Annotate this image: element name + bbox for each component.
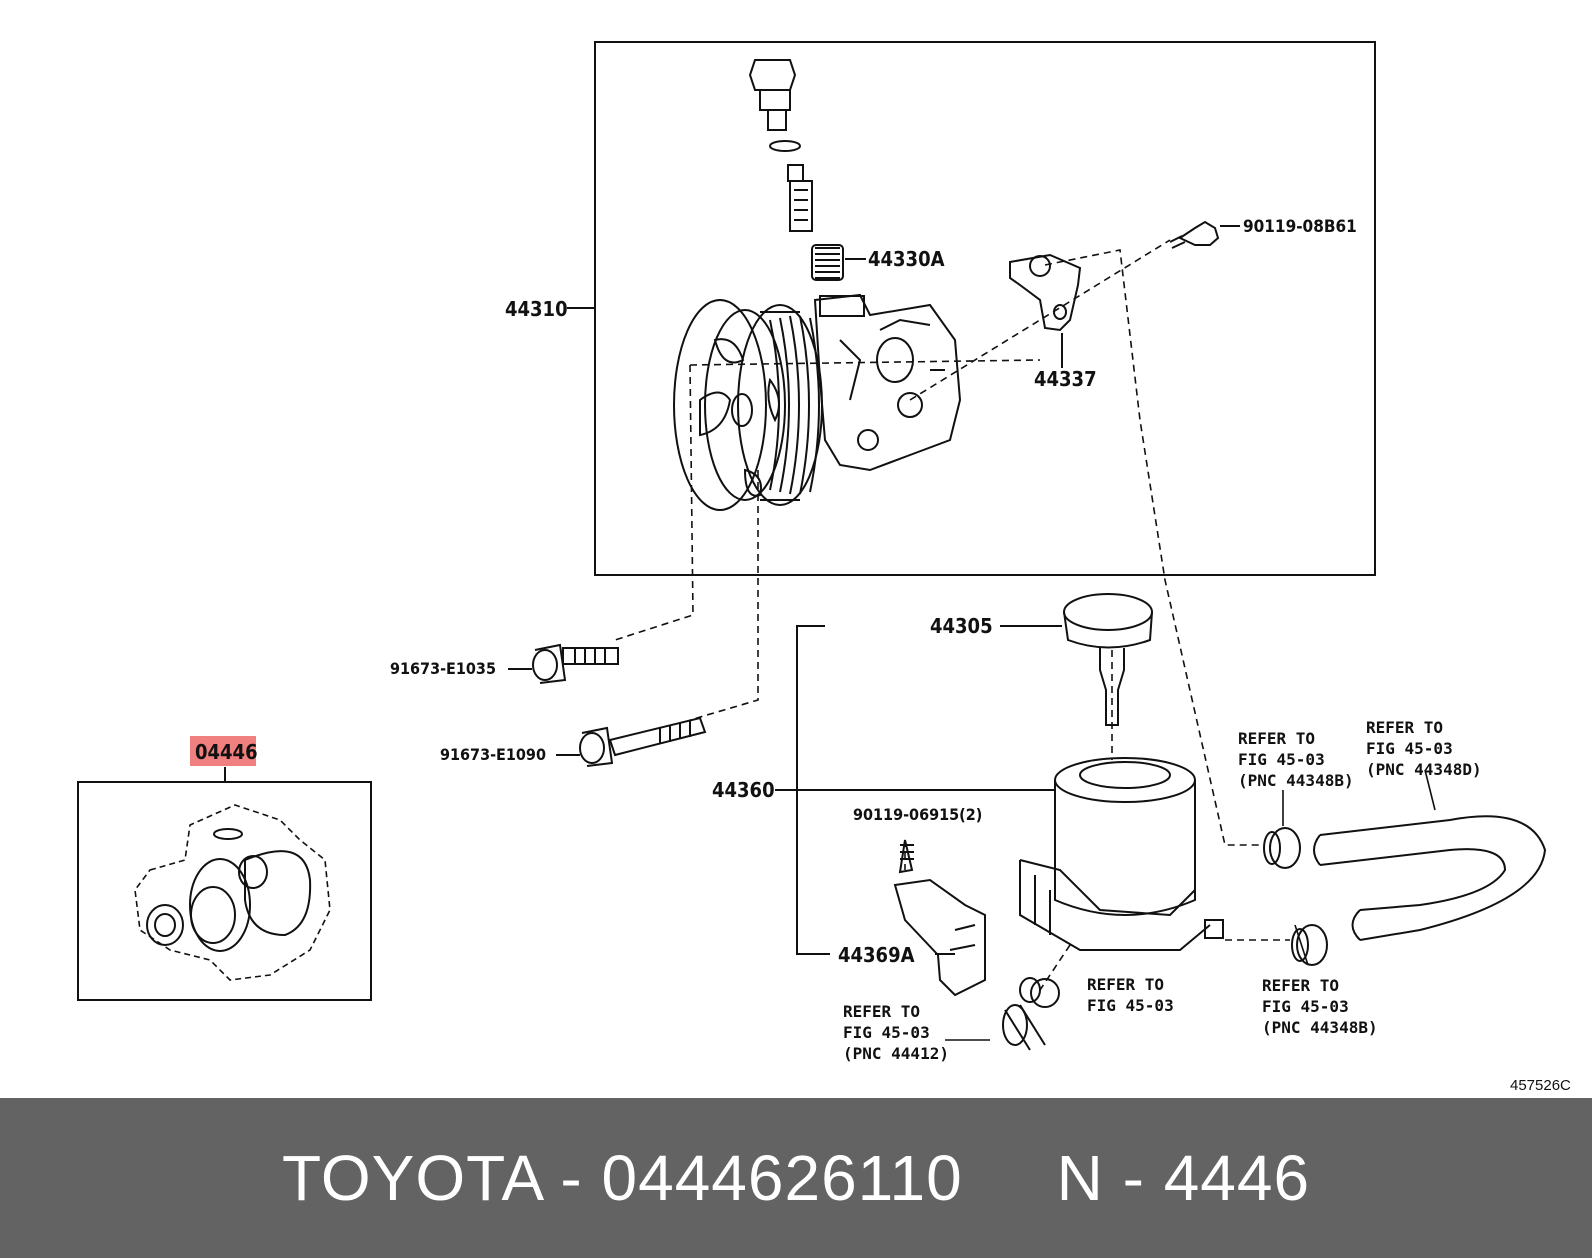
footer-brand: TOYOTA — [281, 1142, 542, 1214]
group-bracket — [796, 625, 1055, 955]
svg-text:REFER TO: REFER TO — [1262, 976, 1339, 995]
bracket-icon — [893, 839, 986, 997]
refer-note-5: REFER TO FIG 45-03 (PNC 44348B) — [1262, 976, 1378, 1037]
bolt-short-icon — [532, 643, 619, 684]
label-44330a[interactable]: 44330A — [868, 247, 945, 271]
label-91673-e1035[interactable]: 91673-E1035 — [390, 659, 496, 678]
pump-body-icon — [813, 293, 962, 472]
footer-gap — [963, 1142, 1057, 1214]
svg-text:FIG 45-03: FIG 45-03 — [1238, 750, 1325, 769]
refer-note-3: REFER TO FIG 45-03 — [1087, 975, 1174, 1015]
fitting-icon — [748, 59, 813, 232]
svg-text:(PNC 44348B): (PNC 44348B) — [1262, 1018, 1378, 1037]
hose-icon — [1002, 815, 1547, 1051]
label-44305[interactable]: 44305 — [930, 614, 993, 638]
highlight-box — [190, 736, 256, 766]
footer-n-label: N — [1056, 1142, 1104, 1214]
footer-n-value: 4446 — [1163, 1142, 1311, 1214]
svg-text:(PNC 44348D): (PNC 44348D) — [1366, 760, 1482, 779]
svg-text:REFER TO: REFER TO — [843, 1002, 920, 1021]
svg-text:REFER TO: REFER TO — [1238, 729, 1315, 748]
svg-text:FIG 45-03: FIG 45-03 — [1087, 996, 1174, 1015]
svg-text:(PNC 44412): (PNC 44412) — [843, 1044, 949, 1063]
svg-text:REFER TO: REFER TO — [1087, 975, 1164, 994]
refer-note-1: REFER TO FIG 45-03 (PNC 44348B) — [1238, 729, 1354, 790]
gasket-kit-icon — [134, 804, 331, 981]
footer-separator: - — [541, 1142, 602, 1214]
label-90119-06915[interactable]: 90119-06915(2) — [853, 805, 982, 824]
svg-text:FIG 45-03: FIG 45-03 — [1366, 739, 1453, 758]
suction-port-icon — [1009, 253, 1082, 332]
pump-assembly-frame — [594, 41, 1376, 576]
label-90119-08b61[interactable]: 90119-08B61 — [1243, 217, 1357, 237]
svg-text:FIG 45-03: FIG 45-03 — [843, 1023, 930, 1042]
footer-part-number: 0444626110 — [601, 1142, 963, 1214]
svg-text:REFER TO: REFER TO — [1366, 718, 1443, 737]
svg-text:FIG 45-03: FIG 45-03 — [1262, 997, 1349, 1016]
bolt-long-icon — [579, 716, 707, 767]
label-91673-e1090[interactable]: 91673-E1090 — [440, 745, 546, 764]
footer-caption: TOYOTA - 0444626110 N - 4446 — [282, 1141, 1310, 1215]
svg-text:(PNC 44348B): (PNC 44348B) — [1238, 771, 1354, 790]
clamp-icon — [1019, 827, 1328, 1008]
refer-note-4: REFER TO FIG 45-03 (PNC 44412) — [843, 1002, 949, 1063]
bolt-icon — [1169, 220, 1220, 249]
footer-separator-2: - — [1103, 1142, 1164, 1214]
label-44369a[interactable]: 44369A — [838, 943, 915, 967]
parts-diagram: 44310 44330A 90119-08B61 44337 91673-E10… — [77, 41, 1571, 1094]
label-44360[interactable]: 44360 — [712, 778, 775, 802]
dashed-leaders — [614, 239, 1290, 991]
label-44337[interactable]: 44337 — [1034, 367, 1097, 391]
reservoir-tank-icon — [1019, 757, 1224, 951]
diagram-code: 457526C — [1510, 1077, 1571, 1094]
refer-note-2: REFER TO FIG 45-03 (PNC 44348D) — [1366, 718, 1482, 779]
label-04446[interactable]: 04446 — [195, 740, 258, 764]
label-44310[interactable]: 44310 — [505, 297, 568, 321]
spring-icon — [811, 244, 844, 281]
footer-bar: TOYOTA - 0444626110 N - 4446 — [0, 1098, 1592, 1258]
pulley-icon — [673, 299, 823, 511]
reservoir-cap-icon — [1063, 593, 1153, 726]
